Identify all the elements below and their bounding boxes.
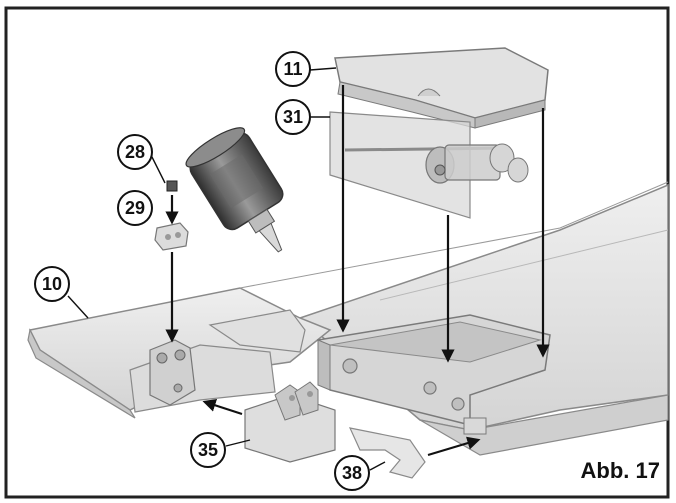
callout-leaders	[67, 67, 386, 471]
wing-part-10	[27, 181, 669, 456]
callout-29: 29	[117, 190, 153, 226]
part-38-plate	[348, 427, 426, 479]
cover-part-11	[334, 47, 549, 129]
part-29-block	[154, 222, 189, 251]
callout-35: 35	[190, 432, 226, 468]
figure-label: Abb. 17	[581, 458, 660, 483]
callout-11: 11	[275, 51, 311, 87]
part-28-cube	[166, 180, 178, 192]
svg-text:35: 35	[198, 440, 218, 460]
callout-28: 28	[117, 134, 153, 170]
callout-10: 10	[34, 266, 70, 302]
assembly-arrows	[165, 85, 550, 457]
callout-38: 38	[334, 455, 370, 491]
svg-text:10: 10	[42, 274, 62, 294]
glue-bottle-icon	[185, 127, 284, 253]
panel-part-31	[329, 111, 529, 219]
callout-31: 31	[275, 99, 311, 135]
svg-text:31: 31	[283, 107, 303, 127]
svg-text:29: 29	[125, 198, 145, 218]
svg-text:38: 38	[342, 463, 362, 483]
svg-text:11: 11	[283, 59, 302, 79]
svg-text:28: 28	[125, 142, 145, 162]
part-35-bracket	[244, 381, 336, 463]
